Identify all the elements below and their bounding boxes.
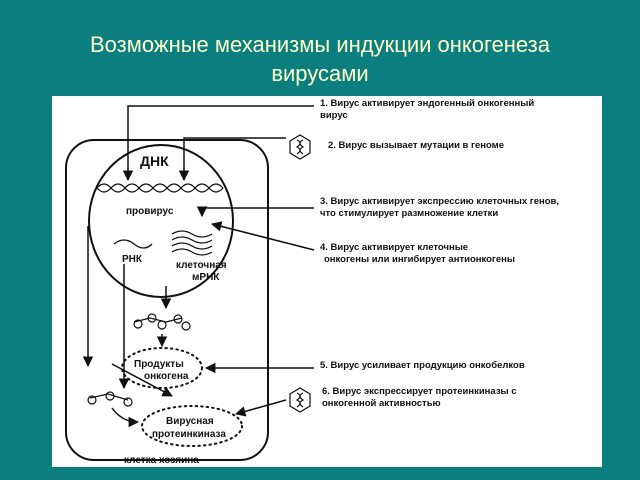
slide-title-line-2: вирусами bbox=[271, 61, 369, 86]
ribosome-chain bbox=[133, 313, 191, 331]
arrow-mechanism-4 bbox=[210, 221, 315, 251]
slide-title-line-1: Возможные механизмы индукции онкогенеза bbox=[89, 32, 550, 57]
ribosome-chain-lower bbox=[87, 391, 133, 407]
mechanism-1-line-2: вирус bbox=[320, 110, 348, 121]
dna-label: ДНК bbox=[140, 153, 169, 169]
arrow-mechanism-1 bbox=[122, 105, 314, 182]
oncogene-products-cloud bbox=[121, 347, 203, 389]
mechanism-4-line-2: онкогены или ингибирует антионкогены bbox=[324, 254, 515, 265]
products-label-line-1: Продукты bbox=[134, 359, 184, 370]
viral-kinase-label-line-1: Вирусная bbox=[166, 416, 214, 427]
diagram-panel: клетка хозяина ДНК провирус РНК клеточна… bbox=[52, 96, 602, 467]
mechanism-6-line-2: онкогенной активностью bbox=[322, 398, 441, 409]
arrow-mechanism-6 bbox=[234, 399, 287, 417]
virus-icon bbox=[289, 387, 311, 413]
products-label-line-2: онкогена bbox=[144, 371, 189, 382]
mechanism-3-line-1: 3. Вирус активирует экспрессию клеточных… bbox=[320, 196, 559, 207]
rna-label: РНК bbox=[122, 254, 143, 265]
mechanism-4-line-1: 4. Вирус активирует клеточные bbox=[320, 242, 468, 253]
viral-kinase-label-line-2: протеинкиназа bbox=[152, 429, 226, 440]
viral-kinase-cloud bbox=[141, 405, 243, 447]
slide-title: Возможные механизмы индукции онкогенеза … bbox=[0, 30, 640, 88]
mechanism-1-line-1: 1. Вирус активирует эндогенный онкогенны… bbox=[320, 98, 534, 109]
arrow-mechanism-2 bbox=[178, 137, 286, 182]
rna-strand bbox=[113, 239, 153, 249]
mrna-label-line-2: мРНК bbox=[192, 272, 220, 283]
mechanism-3-line-2: что стимулирует размножение клетки bbox=[320, 208, 498, 219]
mechanism-2-line-1: 2. Вирус вызывает мутации в геноме bbox=[328, 140, 504, 151]
mechanism-6-line-1: 6. Вирус экспрессирует протеинкиназы с bbox=[322, 386, 517, 397]
dna-helix bbox=[96, 183, 224, 193]
mrna-strands bbox=[171, 230, 213, 256]
host-cell-label: клетка хозяина bbox=[124, 455, 199, 466]
mechanism-5-line-1: 5. Вирус усиливает продукцию онкобелков bbox=[320, 360, 525, 371]
provirus-label: провирус bbox=[126, 206, 174, 217]
host-cell bbox=[65, 139, 269, 461]
virus-icon bbox=[289, 134, 311, 160]
mrna-label-line-1: клеточная bbox=[176, 260, 227, 271]
oncogenesis-diagram: клетка хозяина ДНК провирус РНК клеточна… bbox=[65, 98, 559, 466]
arrow-lower-to-kinase bbox=[111, 407, 140, 428]
arrow-mechanism-3 bbox=[196, 206, 314, 218]
nucleus bbox=[88, 144, 234, 298]
arrow-to-kinase bbox=[111, 363, 173, 397]
